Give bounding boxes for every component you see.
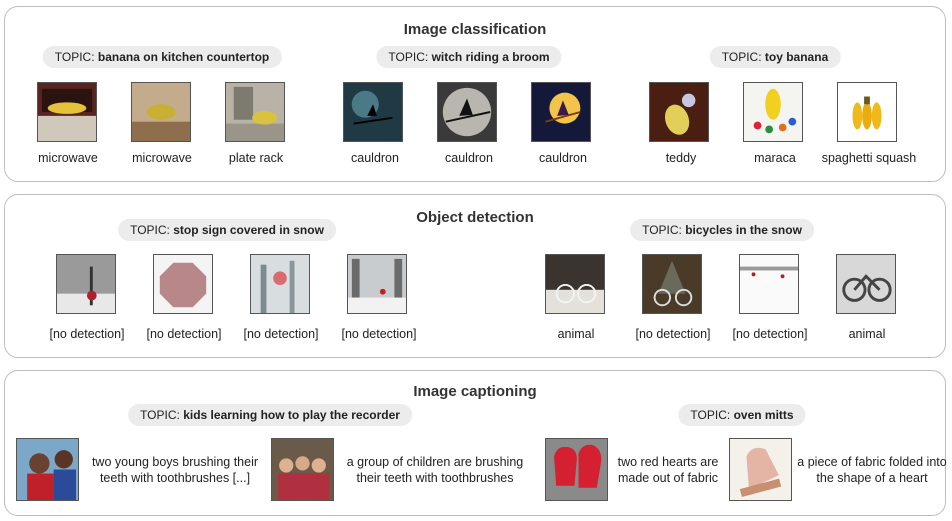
classification-topic-3: TOPIC: toy banana <box>709 46 841 68</box>
caption-text: two red hearts are made out of fabric <box>617 455 719 485</box>
thumb-oven-mitts-2 <box>729 438 792 501</box>
thumb-stop-sign-3 <box>250 254 310 314</box>
thumb-bicycle-4 <box>836 254 896 314</box>
classification-label: maraca <box>754 151 796 165</box>
classification-label: microwave <box>132 151 192 165</box>
thumb-witch-1 <box>343 82 403 142</box>
caption-text: two young boys brushing their teeth with… <box>91 455 259 485</box>
thumb-toy-banana-squash <box>837 82 897 142</box>
detection-label: [no detection] <box>146 327 222 341</box>
captioning-panel: Image captioning <box>4 370 946 516</box>
thumb-stop-sign-1 <box>56 254 116 314</box>
detection-label: [no detection] <box>49 327 125 341</box>
thumb-stop-sign-4 <box>347 254 407 314</box>
classification-label: cauldron <box>445 151 493 165</box>
classification-topic-2: TOPIC: witch riding a broom <box>376 46 562 68</box>
detection-label: animal <box>557 327 595 341</box>
captioning-topic-2: TOPIC: oven mitts <box>678 404 806 426</box>
classification-label: spaghetti squash <box>821 151 917 165</box>
captioning-title: Image captioning <box>413 383 537 400</box>
thumb-oven-mitts-1 <box>545 438 608 501</box>
thumb-toy-banana-teddy <box>649 82 709 142</box>
thumb-toy-banana-maraca <box>743 82 803 142</box>
thumb-witch-3 <box>531 82 591 142</box>
thumb-witch-2 <box>437 82 497 142</box>
caption-text: a piece of fabric folded into the shape … <box>797 455 947 485</box>
thumb-banana-microwave-2 <box>131 82 191 142</box>
detection-label: animal <box>848 327 886 341</box>
thumb-banana-microwave-1 <box>37 82 97 142</box>
classification-label: cauldron <box>539 151 587 165</box>
classification-topic-1: TOPIC: banana on kitchen countertop <box>42 46 282 68</box>
thumb-bicycle-2 <box>642 254 702 314</box>
thumb-recorder-1 <box>16 438 79 501</box>
captioning-topic-1: TOPIC: kids learning how to play the rec… <box>128 404 412 426</box>
thumb-bicycle-1 <box>545 254 605 314</box>
detection-label: [no detection] <box>341 327 417 341</box>
thumb-banana-plate-rack <box>225 82 285 142</box>
detection-label: [no detection] <box>243 327 319 341</box>
classification-label: cauldron <box>351 151 399 165</box>
thumb-bicycle-3 <box>739 254 799 314</box>
classification-title: Image classification <box>403 21 547 38</box>
caption-text: a group of children are brushing their t… <box>346 455 524 485</box>
detection-label: [no detection] <box>635 327 711 341</box>
thumb-recorder-2 <box>271 438 334 501</box>
classification-label: teddy <box>665 151 697 165</box>
classification-label: plate rack <box>228 151 284 165</box>
detection-title: Object detection <box>416 209 534 226</box>
detection-label: [no detection] <box>732 327 808 341</box>
detection-topic-1: TOPIC: stop sign covered in snow <box>118 219 336 241</box>
detection-topic-2: TOPIC: bicycles in the snow <box>630 219 814 241</box>
classification-label: microwave <box>38 151 98 165</box>
thumb-stop-sign-2 <box>153 254 213 314</box>
